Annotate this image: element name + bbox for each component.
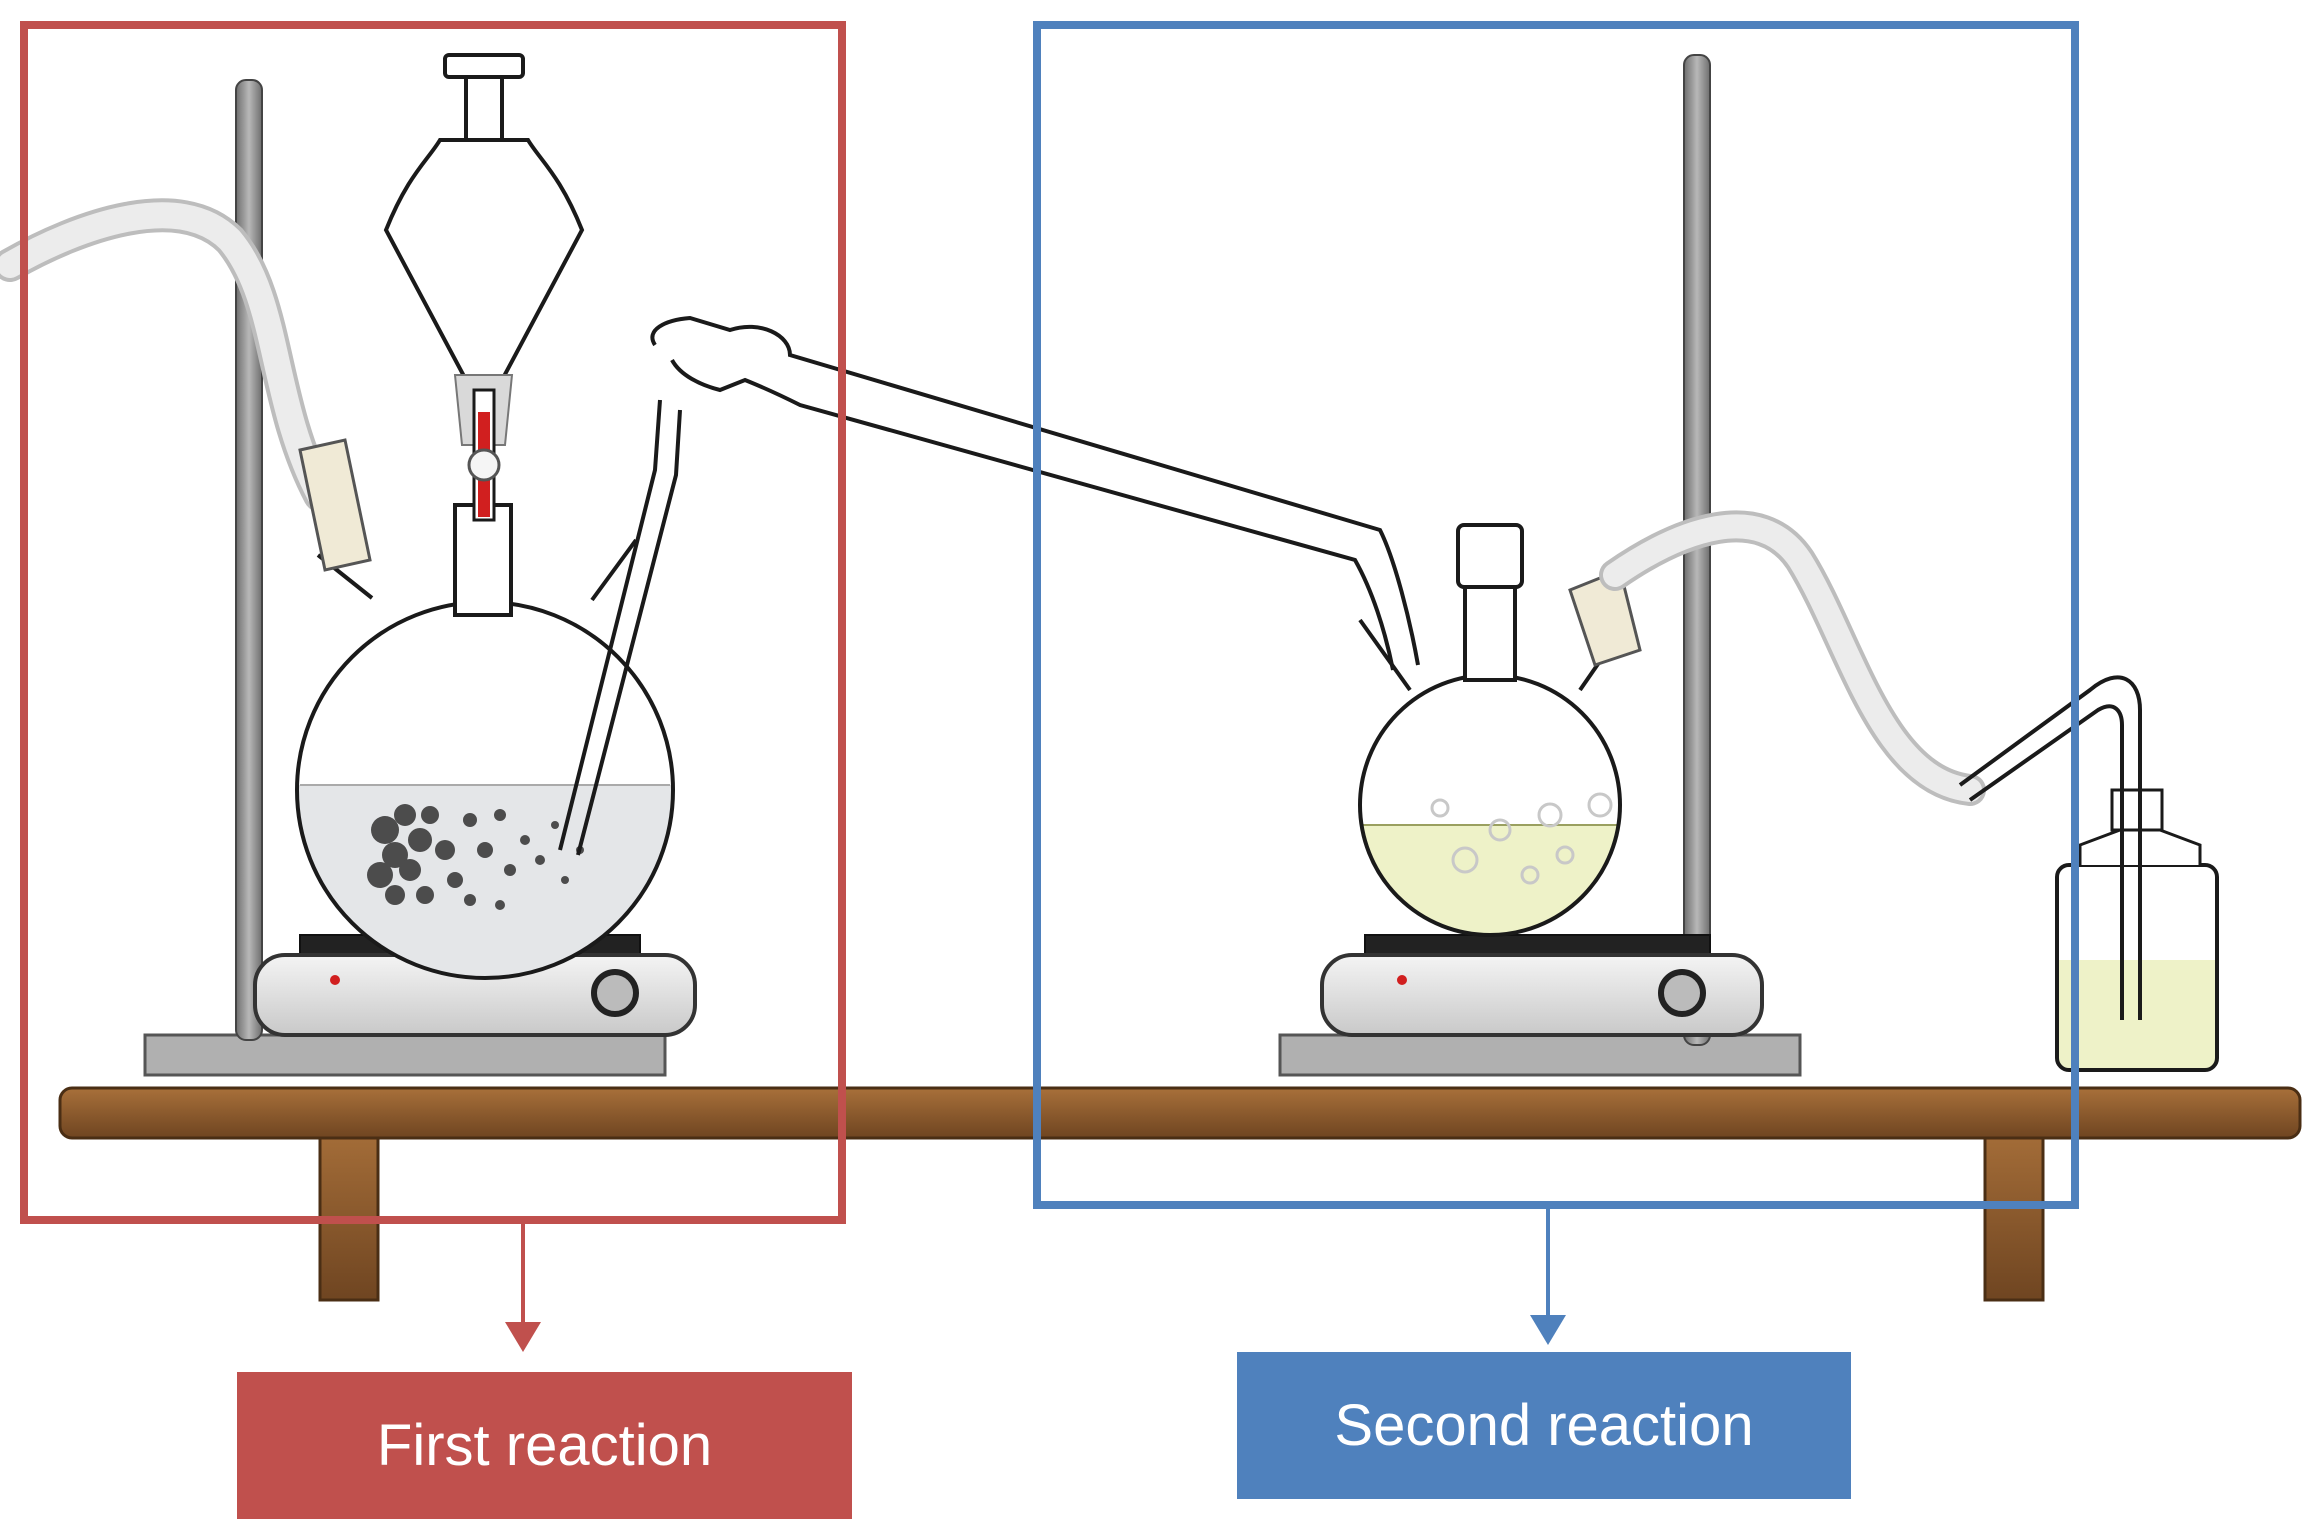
hot-plate-icon	[1320, 934, 1764, 1037]
first-reaction-label: First reaction	[376, 1413, 713, 1478]
three-neck-flask-icon	[1358, 523, 1642, 937]
retort-stand-base	[143, 1033, 667, 1077]
bench-leg-left	[318, 1118, 380, 1302]
retort-stand-rod	[235, 79, 263, 1041]
second-reaction-arrowhead	[1530, 1315, 1566, 1345]
solid-particles-icon	[367, 804, 584, 910]
first-reaction-box	[20, 21, 852, 1519]
glass-delivery-tube-icon	[650, 315, 1420, 671]
retort-stand-base	[1278, 1033, 1802, 1077]
first-reaction-arrowhead	[505, 1322, 541, 1352]
second-reaction-apparatus	[1278, 54, 1986, 1077]
wash-bottle-icon	[1958, 675, 2219, 1072]
second-reaction-label-bg	[1237, 1352, 1851, 1499]
dropping-funnel-icon	[383, 53, 585, 522]
lab-bench	[58, 1086, 2302, 1302]
first-reaction-apparatus	[0, 53, 697, 1077]
second-reaction-label: Second reaction	[1334, 1393, 1754, 1458]
stopper-icon	[1456, 523, 1524, 589]
bench-leg-right	[1983, 1118, 2045, 1302]
gas-bubbles-icon	[1430, 792, 1613, 885]
first-reaction-label-bg	[237, 1372, 852, 1519]
second-reaction-box	[1033, 21, 2079, 1499]
bench-top	[58, 1086, 2302, 1140]
